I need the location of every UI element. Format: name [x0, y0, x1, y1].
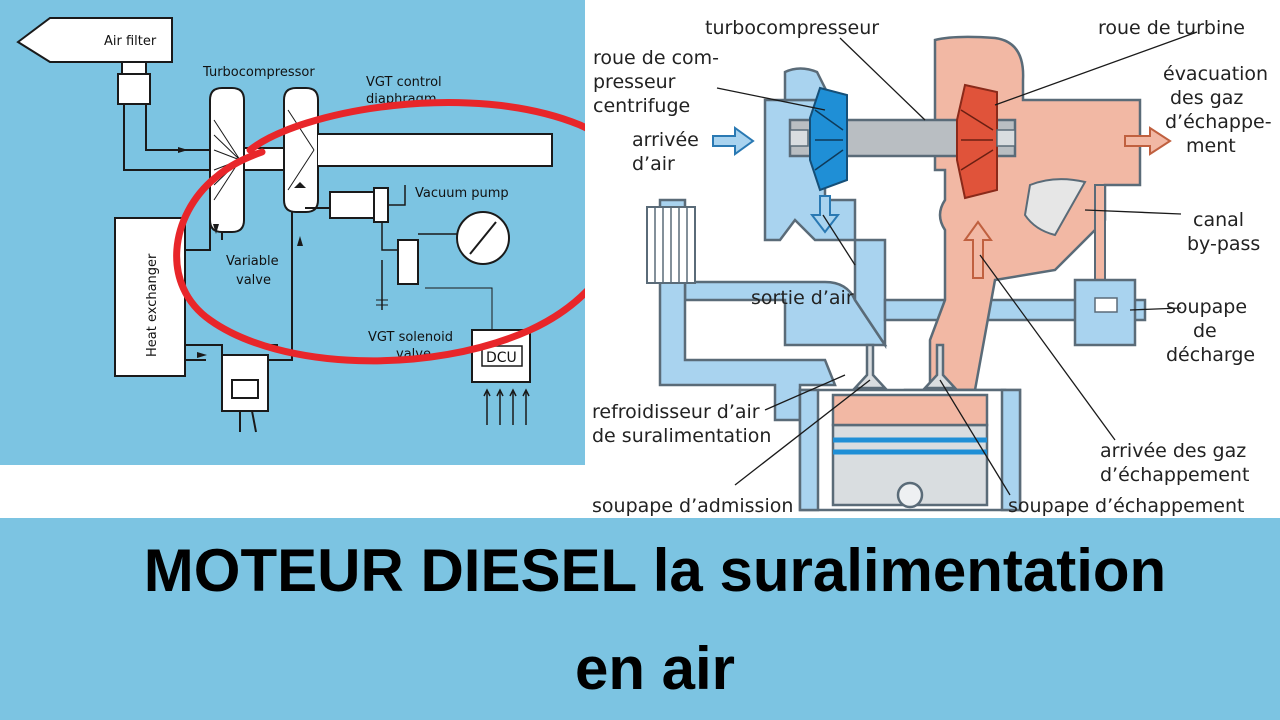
- intercooler: [646, 206, 696, 284]
- label-soupape-decharge-1: soupape: [1166, 296, 1247, 318]
- dcu-input-lines: [486, 392, 527, 425]
- wastegate-diaphragm: [1094, 297, 1118, 313]
- flow-arrow-intake: [178, 147, 188, 153]
- flow-arrows-cutaway: [712, 126, 1172, 279]
- label-canal-1: canal: [1193, 209, 1244, 231]
- label-soupape-admission: soupape d’admission: [592, 495, 793, 517]
- label-turbocompressor: Turbocompressor: [202, 65, 315, 80]
- label-arrivee-gaz-2: d’échappement: [1100, 464, 1249, 486]
- label-roue-turbine: roue de turbine: [1098, 17, 1245, 39]
- title-banner: [0, 518, 1280, 720]
- turbo-cutaway: turbocompresseur roue de turbine roue de…: [592, 17, 1272, 517]
- intake-manifold-blue: [658, 198, 837, 422]
- label-arrivee-air-1: arrivée: [632, 129, 699, 151]
- label-variable-valve-2: valve: [236, 273, 271, 288]
- vgt-solenoid-valve: [397, 239, 419, 285]
- compressor-wheel: [809, 86, 848, 192]
- label-refroidisseur-1: refroidisseur d’air: [592, 401, 760, 423]
- dcu-input-arrows: [483, 388, 530, 397]
- piston: [231, 379, 259, 399]
- flow-arrow-charge: [213, 224, 219, 234]
- heat-exchanger-box: [114, 217, 186, 377]
- intake-runner: [853, 238, 887, 350]
- exhaust-riser-outer: [268, 212, 293, 361]
- vgt-actuator: [329, 191, 375, 219]
- air-filter-shape: [16, 17, 173, 63]
- turbine-housing: [283, 87, 319, 213]
- label-dcu: DCU: [486, 350, 517, 366]
- solenoid-connector: [376, 299, 388, 306]
- cylinder-wall-left: [798, 388, 820, 512]
- turbo-cutaway-panel: turbocompresseur roue de turbine roue de…: [585, 0, 1280, 518]
- flow-arrow-exhaust: [297, 236, 303, 246]
- label-sortie-air: sortie d’air: [751, 287, 854, 309]
- vgt-actuator-cap: [373, 187, 389, 223]
- shaft-nut-right: [996, 129, 1016, 147]
- shaft-nut-left: [789, 129, 809, 147]
- dcu-signal-line: [425, 287, 493, 330]
- flow-arrow-valve: [294, 182, 306, 188]
- label-turbocompresseur: turbocompresseur: [705, 17, 879, 39]
- flow-arrows: [178, 147, 306, 358]
- charge-pipe-outer: [185, 220, 211, 251]
- label-refroidisseur-2: de suralimentation: [592, 425, 771, 447]
- vacuum-pump-vane: [469, 221, 497, 255]
- piston-rings: [833, 437, 987, 455]
- label-roue-comp-2: presseur: [593, 71, 676, 93]
- label-soupape-decharge-3: décharge: [1166, 344, 1255, 366]
- label-soupape-decharge-2: de: [1193, 320, 1217, 342]
- vgt-schematic: Air filter Turbocompressor VGT control d…: [16, 17, 633, 433]
- bypass-canal: [1023, 178, 1087, 237]
- label-vacuum-pump: Vacuum pump: [415, 186, 509, 201]
- label-evacuation-1: évacuation: [1163, 63, 1268, 85]
- intake-duct-lower: [683, 280, 888, 347]
- cylinder-wall-right: [1000, 388, 1022, 512]
- intake-pipe-outer: [123, 104, 210, 171]
- label-arrivee-air-2: d’air: [632, 153, 675, 175]
- filter-neck: [121, 61, 147, 75]
- label-variable-valve-1: Variable: [226, 254, 279, 269]
- turbine-wheel-lines: [287, 109, 315, 191]
- label-evacuation-3: d’échappe-: [1165, 111, 1272, 133]
- highlight-ellipse: [173, 99, 633, 365]
- label-evacuation-2: des gaz: [1170, 87, 1243, 109]
- turbine-wheel: [956, 83, 998, 200]
- intake-pipe-inner: [145, 104, 210, 151]
- exhaust-outlet-pipe: [318, 133, 553, 167]
- label-arrivee-gaz-1: arrivée des gaz: [1100, 440, 1246, 462]
- piston-pin: [896, 481, 924, 509]
- intake-manifold-pipe: [185, 344, 223, 360]
- dcu-label-box: [481, 345, 523, 367]
- con-rod: [239, 410, 257, 433]
- label-vgt-solenoid: VGT solenoid: [368, 330, 453, 345]
- filter-duct-joint: [117, 73, 151, 105]
- label-vgt-control: VGT control: [366, 75, 442, 90]
- label-heat-exchanger: Heat exchanger: [145, 253, 160, 357]
- page-title: MOTEUR DIESEL la suralimentation en air: [0, 522, 1280, 718]
- label-evacuation-4: ment: [1186, 135, 1236, 157]
- intake-valve: [852, 343, 888, 390]
- exhaust-valve: [922, 343, 958, 390]
- label-roue-comp-1: roue de com-: [593, 47, 719, 69]
- combustion-gas: [831, 393, 989, 427]
- label-soupape-echappement: soupape d’échappement: [1008, 495, 1244, 517]
- title-line-1: MOTEUR DIESEL la suralimentation: [143, 537, 1167, 604]
- vgt-schematic-panel: Air filter Turbocompressor VGT control d…: [0, 0, 633, 465]
- label-canal-2: by-pass: [1187, 233, 1260, 255]
- label-roue-comp-3: centrifuge: [593, 95, 690, 117]
- flow-arrow-manifold: [197, 352, 207, 358]
- leader-lines: [716, 31, 1198, 496]
- title-line-2: en air: [574, 635, 736, 702]
- label-air-filter: Air filter: [104, 34, 157, 49]
